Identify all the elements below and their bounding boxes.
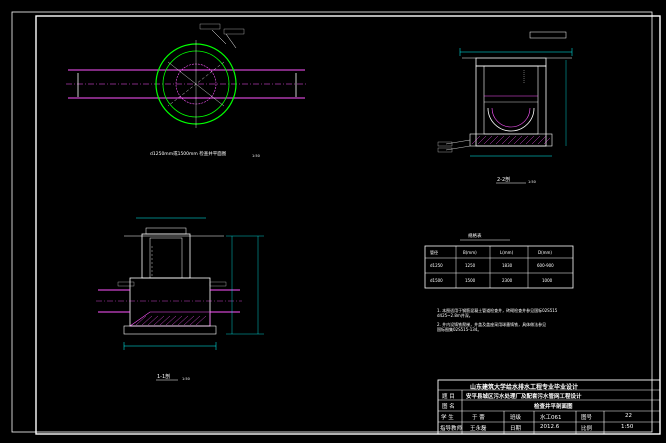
size-table-cell: 2300 [502,278,513,283]
title-block-student: 于 蕾 [472,415,485,421]
size-table-header: B(mm) [463,250,477,255]
section-2-2 [437,31,573,184]
note-line: 国标图集02S515-134。 [437,327,482,332]
size-table-cell: 600-900 [537,263,554,268]
plan-view [66,23,306,128]
plan-view-caption: d1250mm或1500mm 检查井平面图 [150,152,227,157]
section-2-2-caption: 2-2剖 [497,177,511,183]
size-table-cell: d1500 [430,278,443,283]
size-table-cell: 1830 [502,263,513,268]
title-block-school: 山东建筑大学给水排水工程专业毕业设计 [470,384,579,391]
size-table-cell: d1250 [430,263,443,268]
title-block-label-scale: 比例 [581,426,593,432]
title-block-advisor: 王永磊 [470,426,487,432]
outer-frame [11,11,653,433]
size-table-cell: 1250 [465,263,476,268]
size-table-cell: 1500 [465,278,476,283]
section-2-2-scale: 1:50 [528,180,536,184]
title-block-class: 水工061 [540,415,562,421]
size-table-grid [424,239,574,289]
title-block-sheet-no: 22 [625,413,632,419]
size-table-header: L(mm) [500,250,514,255]
title-block-date: 2012.6 [540,424,560,430]
title-block-grid [437,379,661,435]
plan-view-scale: 1:50 [252,154,260,158]
size-table-header: D(mm) [538,250,552,255]
title-block-label-sheet: 图号 [581,415,593,421]
title-block-scale: 1:50 [621,424,634,430]
note-line: 1. 本图适用于钢筋混凝土管道检查井，砖砌检查井参见国标02S515 [437,308,558,313]
drawing-notes: 1. 本图适用于钢筋混凝土管道检查井，砖砌检查井参见国标02S515 d425~… [437,308,637,332]
note-line: d425~2.8m井深。 [437,313,473,318]
section-1-1-scale: 1:50 [182,377,190,381]
title-block-label-advisor: 指导教师 [440,426,463,432]
section-1-1-caption: 1-1剖 [157,374,171,380]
inner-frame [35,15,661,435]
title-block-drawing-name: 检查井平剖面图 [534,404,573,410]
note-line: 2. 井内设铸铁爬梯，井盖及盖座采用球墨铸铁，具体做法参见 [437,322,547,327]
size-table-header: 管径 [430,250,438,255]
title-block-project: 安平县城区污水处理厂及配套污水管网工程设计 [466,394,582,400]
title-block-label-class: 班级 [510,415,522,421]
title-block-label-drawing: 图 名 [442,404,455,410]
section-1-1 [96,217,264,381]
size-table-cell: 1000 [542,278,553,283]
title-block-label-title: 题 目 [442,394,455,400]
title-block-label-student: 学 生 [441,415,454,421]
title-block-label-date: 日期 [510,426,522,432]
size-table-title: 规格表 [468,234,482,239]
